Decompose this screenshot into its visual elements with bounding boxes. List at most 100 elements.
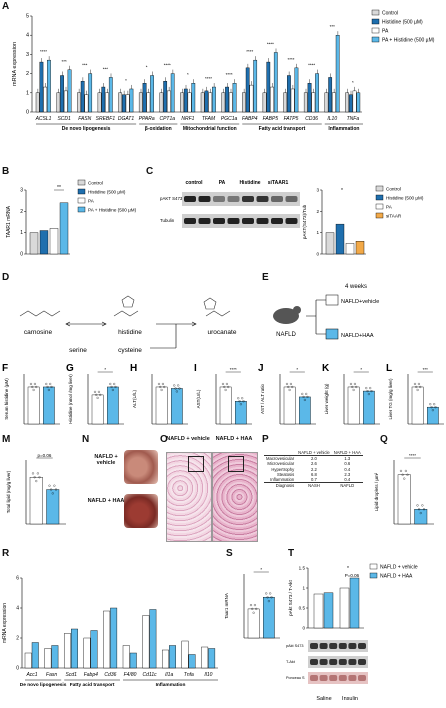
legend-swatch [371, 36, 380, 43]
data-point [96, 396, 99, 399]
data-point [48, 484, 51, 487]
bar [105, 92, 109, 113]
x-tick-label: Insulin [342, 696, 358, 702]
molecule-label: serine [69, 347, 87, 354]
data-point [225, 382, 228, 386]
bar [283, 386, 296, 425]
blot-band [358, 659, 366, 665]
bar [80, 81, 85, 113]
blot-band [242, 218, 254, 224]
data-point [433, 403, 436, 406]
y-tick-label: 1.5 [299, 566, 306, 571]
bar [39, 230, 49, 255]
group-label: Inflammation [328, 126, 359, 132]
y-axis-label: Liver TG (mg/g liver) [388, 378, 393, 419]
data-point [45, 382, 48, 386]
blot-band [271, 218, 283, 224]
bar [348, 94, 353, 113]
y-axis-label: ALT(U/L) [132, 390, 137, 408]
x-tick-label: NRF1 [181, 116, 194, 122]
data-point [267, 600, 270, 603]
blot-row-label: T-Akt [286, 660, 296, 664]
data-point [242, 400, 245, 403]
table-cell: 2.3 [344, 471, 351, 477]
blot-band [285, 196, 298, 202]
table-cell: Steatosis [276, 471, 295, 477]
mouse-icon [273, 308, 299, 324]
data-point [401, 473, 404, 476]
data-point [97, 390, 100, 393]
p-value-label: P=0.06 [345, 573, 360, 578]
data-point [241, 397, 244, 400]
bar [101, 86, 106, 113]
data-point [266, 596, 269, 599]
blot-band [310, 675, 318, 681]
data-point [306, 395, 309, 398]
y-axis-label: Taar1 mRNA [224, 593, 229, 619]
significance-stars: *** [423, 367, 429, 372]
x-tick-label: CPT1a [159, 116, 175, 122]
blot-band [348, 675, 357, 681]
x-tick-label: Il1a [165, 672, 173, 678]
chart-m: Total lipid (mg/g liver)p=0.06 [6, 453, 66, 525]
bar [67, 69, 72, 113]
bar [355, 240, 365, 255]
significance-stars: *** [103, 66, 109, 71]
group-label: De novo lipogenesis [62, 126, 111, 132]
legend-label: Control [382, 11, 398, 17]
data-point [302, 395, 305, 398]
legend-swatch [77, 179, 86, 186]
blot-band [227, 196, 240, 202]
x-tick-label: Il10 [204, 672, 212, 678]
blot-lane-label: Histidine [239, 180, 260, 186]
significance-stars: * [352, 80, 354, 85]
data-point [251, 607, 254, 610]
data-point [36, 472, 39, 475]
table-cell: Macrovesicular [266, 456, 295, 462]
bar [39, 61, 44, 113]
bar [204, 90, 209, 113]
panel-label: I [194, 363, 197, 374]
table-cell: Inflammation [270, 477, 295, 483]
data-point [224, 388, 227, 392]
bar [43, 86, 48, 113]
bar [200, 92, 205, 113]
bar [270, 86, 274, 113]
chart-s: Taar1 mRNA* [224, 567, 280, 639]
bar [232, 82, 237, 113]
legend-swatch [369, 572, 378, 579]
blot-row-label: Tubulin [160, 218, 175, 223]
legend-swatch [77, 188, 86, 195]
table-cell: 2.0 [311, 456, 317, 462]
blot-band [256, 218, 269, 224]
data-point [249, 604, 253, 607]
table-cell: 2.6 [311, 461, 317, 467]
data-point [370, 390, 373, 393]
data-point [95, 393, 98, 396]
urocanate-structure [203, 297, 231, 317]
data-point [351, 385, 354, 389]
y-tick-label: 2 [20, 209, 23, 215]
histology-label-vehicle: NAFLD + vehicle [166, 436, 210, 442]
legend-swatch [77, 197, 86, 204]
data-point [252, 611, 255, 614]
histology-vehicle [166, 452, 212, 542]
table-header-cell: NAFLD + HAA [331, 450, 363, 457]
data-point [416, 388, 419, 392]
blot-band [319, 643, 328, 649]
histology-label-haa: NAFLD + HAA [215, 436, 253, 442]
legend-swatch [371, 18, 380, 25]
bar [328, 77, 333, 113]
blot-band [242, 196, 254, 202]
data-point [434, 406, 437, 409]
panel-label-s: S [226, 548, 233, 559]
y-tick-label: 5 [26, 14, 29, 20]
bar [290, 88, 295, 113]
bar [303, 92, 308, 113]
blot-band [310, 659, 318, 665]
panel-label: G [66, 363, 74, 374]
table-cell: 0.6 [344, 461, 351, 467]
y-tick-label: 6 [16, 576, 19, 582]
